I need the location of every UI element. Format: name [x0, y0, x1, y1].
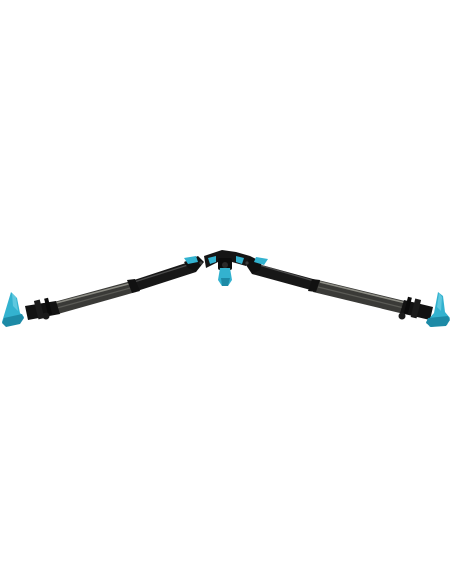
left-collar [127, 279, 140, 293]
hub-right-clip [254, 257, 268, 265]
right-foot [426, 292, 450, 327]
right-collar [308, 279, 320, 292]
right-lock-knob [398, 312, 406, 320]
left-lower-clamp [25, 301, 60, 320]
left-leg [2, 262, 196, 327]
hub-left-clip [184, 256, 198, 264]
left-foot [2, 292, 24, 327]
right-leg [252, 264, 450, 327]
left-lock-knob [42, 312, 50, 320]
center-hub [184, 250, 268, 286]
left-upper-tube [128, 262, 196, 292]
right-upper-tube [252, 264, 324, 292]
